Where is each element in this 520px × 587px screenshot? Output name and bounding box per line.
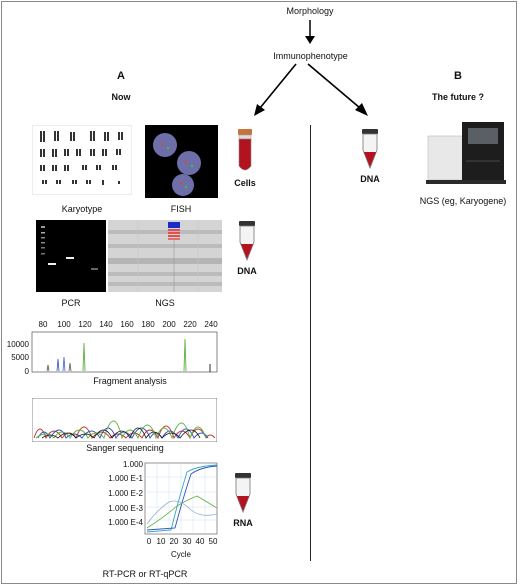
pcr-label: PCR bbox=[61, 298, 81, 308]
branch-arrows bbox=[254, 63, 368, 116]
panel-b-letter: B bbox=[454, 70, 462, 82]
cells-tube-icon bbox=[238, 129, 252, 171]
fa-xtick: 200 bbox=[162, 320, 176, 329]
dna-tube-icon bbox=[239, 221, 255, 262]
fa-ytick: 10000 bbox=[7, 340, 30, 349]
qpcr-xtick: 40 bbox=[196, 537, 205, 546]
morphology-label: Morphology bbox=[286, 6, 334, 16]
karyotype-label: Karyotype bbox=[61, 204, 103, 214]
fragment-analysis-chart: 80 100 120 140 160 180 200 220 240 10000… bbox=[7, 320, 218, 375]
fa-ytick: 5000 bbox=[11, 353, 29, 362]
ngs-label: NGS bbox=[155, 298, 175, 308]
qpcr-ytick: 1.000 E-1 bbox=[108, 474, 143, 483]
fa-xtick: 80 bbox=[39, 320, 48, 329]
panel-divider bbox=[310, 125, 311, 561]
rna-label: RNA bbox=[233, 518, 253, 528]
qpcr-ytick: 1.000 E-4 bbox=[108, 518, 143, 527]
qpcr-xtick: 10 bbox=[157, 537, 166, 546]
qpcr-ytick: 1.000 E-3 bbox=[108, 504, 143, 513]
qpcr-xtick: 30 bbox=[183, 537, 192, 546]
fa-xtick: 160 bbox=[120, 320, 134, 329]
fish-label: FISH bbox=[170, 204, 192, 214]
sequencer-image bbox=[426, 122, 506, 184]
pcr-gel-image bbox=[36, 220, 106, 292]
qpcr-chart: 1.000 1.000 E-1 1.000 E-2 1.000 E-3 1.00… bbox=[108, 460, 218, 559]
qpcr-ytick: 1.000 E-2 bbox=[108, 489, 143, 498]
dna-label-a: DNA bbox=[237, 266, 257, 276]
sanger-chromatogram bbox=[32, 398, 217, 442]
fa-ytick: 0 bbox=[25, 367, 30, 375]
dna-tube-icon bbox=[362, 129, 378, 170]
rna-tube-icon bbox=[235, 473, 251, 514]
ngs-karyogene-label: NGS (eg, Karyogene) bbox=[419, 196, 507, 206]
fa-xtick: 240 bbox=[204, 320, 218, 329]
rtpcr-label: RT-PCR or RT-qPCR bbox=[102, 569, 188, 579]
qpcr-xtick: 50 bbox=[209, 537, 218, 546]
panel-b-title: The future ? bbox=[432, 92, 484, 102]
qpcr-ytick: 1.000 bbox=[123, 460, 144, 469]
qpcr-xtick: 0 bbox=[147, 537, 152, 546]
karyotype-image bbox=[32, 125, 132, 195]
panel-a-title: Now bbox=[111, 92, 131, 102]
sanger-label: Sanger sequencing bbox=[86, 443, 164, 453]
fa-xtick: 140 bbox=[99, 320, 113, 329]
qpcr-xlabel: Cycle bbox=[171, 550, 192, 559]
arrow-down-icon bbox=[305, 20, 315, 44]
fa-xtick: 180 bbox=[141, 320, 155, 329]
panel-a-letter: A bbox=[117, 70, 125, 82]
cells-label: Cells bbox=[234, 178, 256, 188]
qpcr-xtick: 20 bbox=[170, 537, 179, 546]
fa-xtick: 100 bbox=[57, 320, 71, 329]
dna-label-b: DNA bbox=[360, 174, 380, 184]
fa-xtick: 120 bbox=[78, 320, 92, 329]
immunophenotype-label: Immunophenotype bbox=[273, 51, 348, 61]
fragment-analysis-label: Fragment analysis bbox=[93, 376, 167, 386]
ngs-image bbox=[108, 220, 222, 292]
fa-xtick: 220 bbox=[183, 320, 197, 329]
fish-image bbox=[145, 125, 218, 198]
